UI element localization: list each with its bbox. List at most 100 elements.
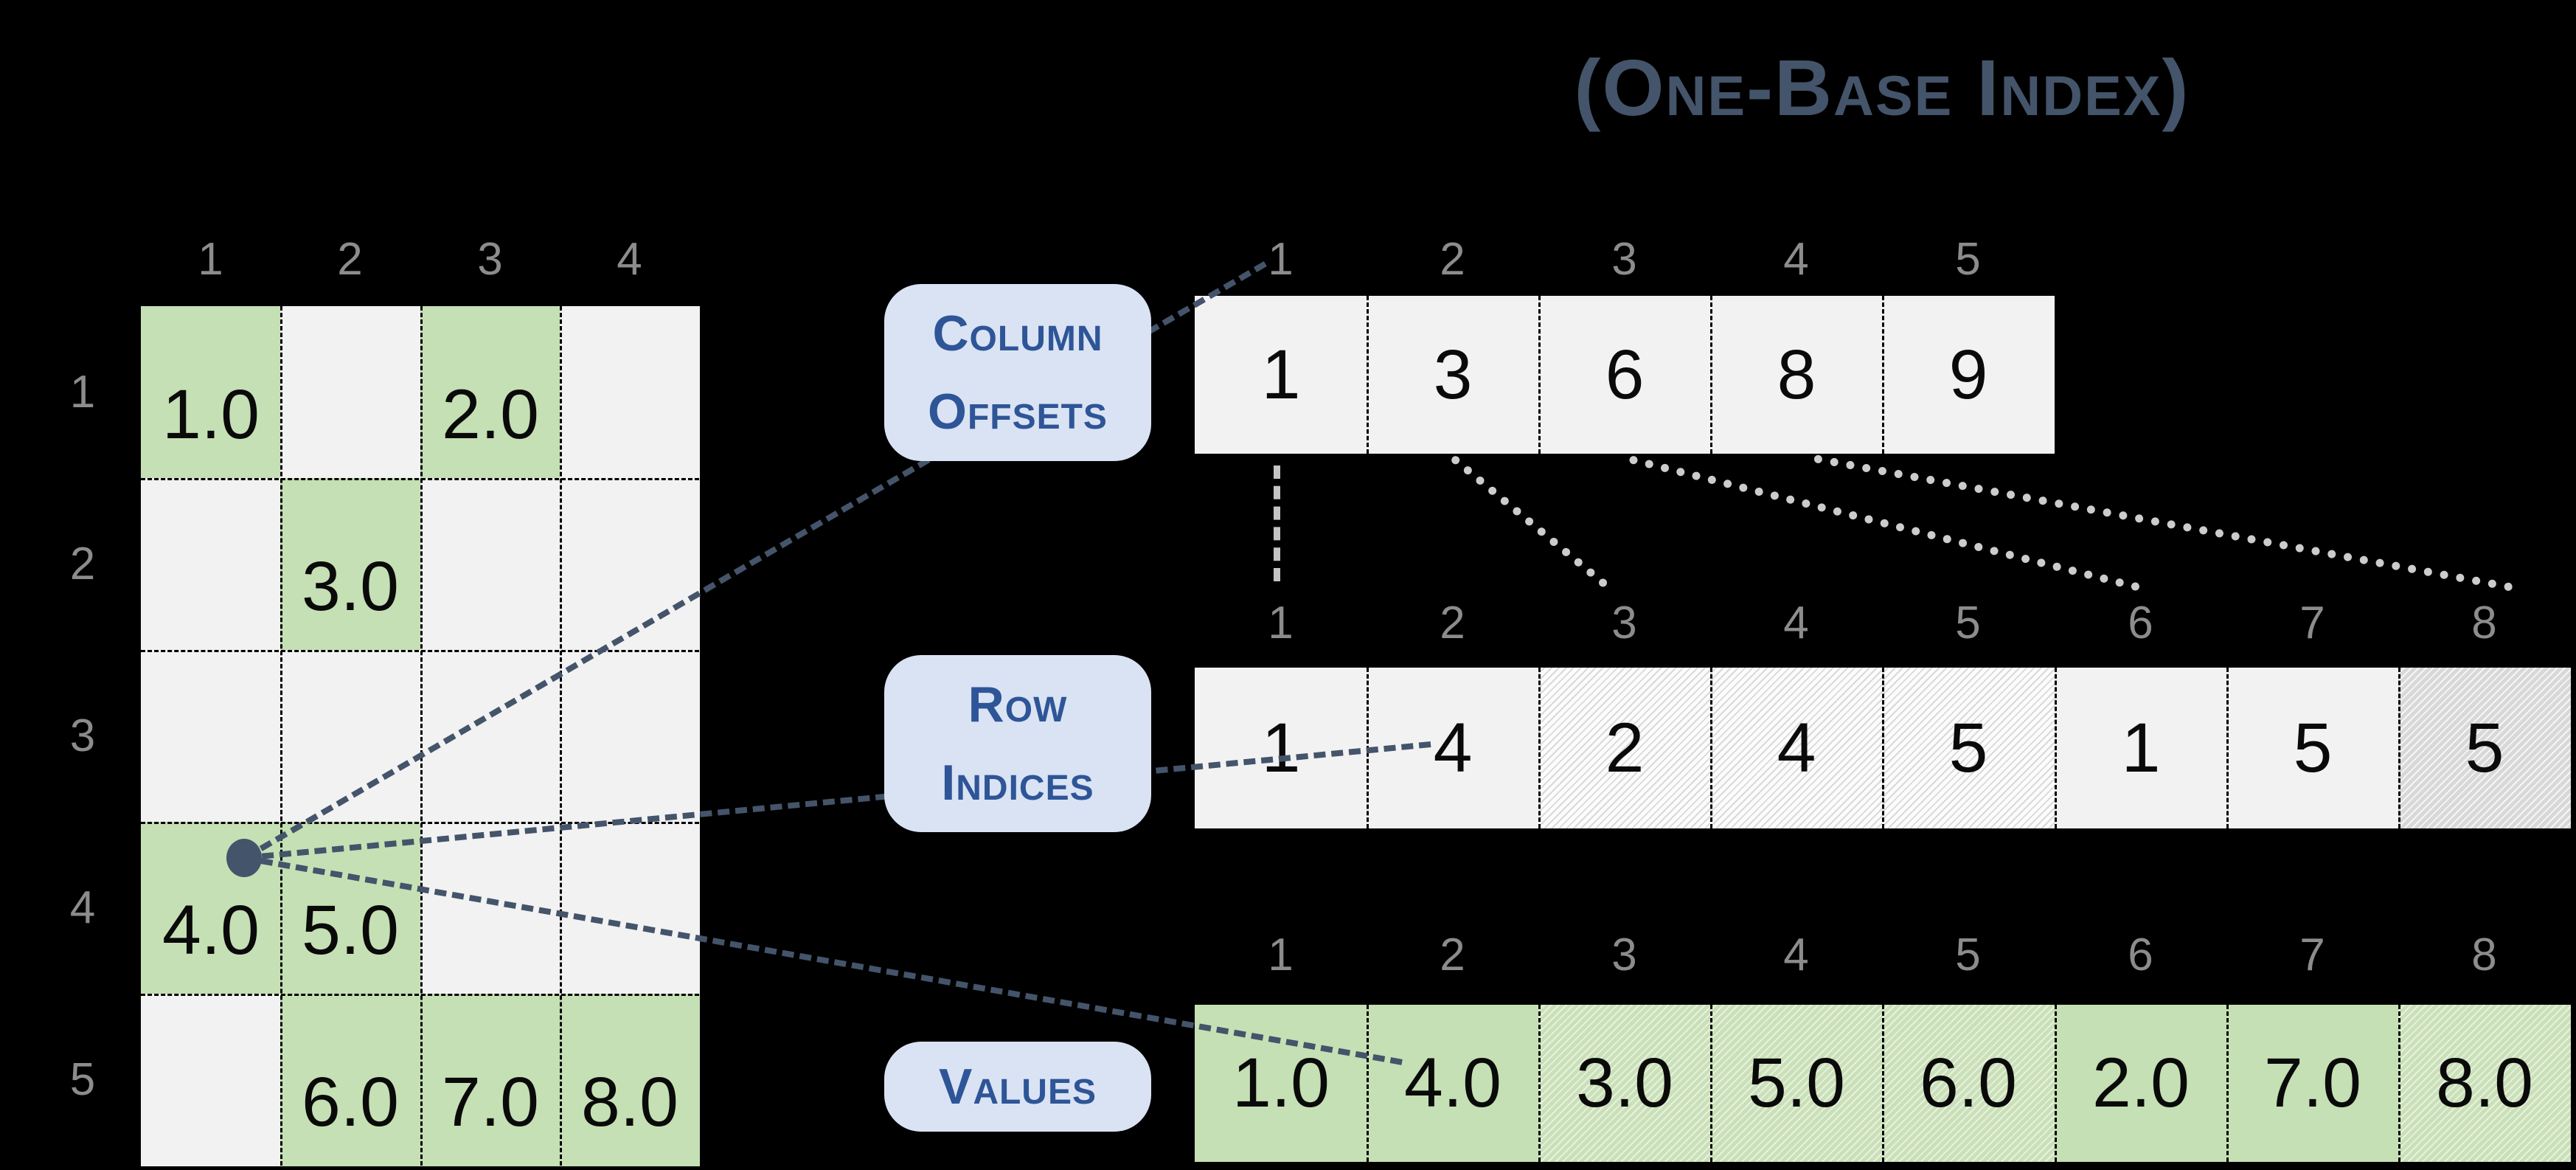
values-label-line1: Values: [938, 1059, 1097, 1115]
array-cell-value: 9: [1948, 335, 1988, 414]
array-cell-value: 2: [1605, 708, 1645, 787]
array-cell-separator: [1367, 1005, 1369, 1162]
matrix-gridline-vertical: [420, 306, 423, 1166]
matrix-gridline-horizontal: [141, 822, 699, 824]
page-title: (One-Base Index): [1574, 42, 2190, 132]
column-offsets-label-box: Column Offsets: [884, 284, 1151, 461]
matrix-cell-value: 7.0: [441, 1062, 540, 1141]
matrix-cell-value: 4.0: [162, 890, 260, 969]
matrix-cell: 2.0: [420, 306, 560, 479]
matrix-cell: [420, 478, 560, 651]
array-index-label: 5: [1955, 234, 1981, 285]
array-cell-separator: [2398, 668, 2400, 828]
array-index-label: 3: [1611, 930, 1637, 980]
array-cell: 6.0: [1882, 1005, 2055, 1162]
matrix-cell-value: 6.0: [301, 1062, 400, 1141]
offset-link-1: [1274, 465, 1280, 581]
array-index-label: 3: [1611, 234, 1637, 285]
matrix-cell-value: 1.0: [162, 375, 260, 454]
array-index-label: 8: [2471, 598, 2497, 648]
matrix-cell: 4.0: [141, 822, 281, 994]
array-cell: 2.0: [2055, 1005, 2227, 1162]
matrix-column-header: 3: [477, 234, 503, 285]
matrix-gridline-horizontal: [141, 478, 699, 480]
matrix-column-header: 1: [198, 234, 223, 285]
array-cell: 5: [2398, 668, 2571, 828]
matrix-cell: 6.0: [280, 994, 420, 1166]
array-cell-separator: [1710, 1005, 1712, 1162]
array-cell: 5.0: [1710, 1005, 1883, 1162]
array-cell-value: 4.0: [1403, 1044, 1502, 1122]
matrix-row-header: 4: [69, 882, 96, 933]
array-index-label: 4: [1783, 234, 1809, 285]
matrix-element-marker-dot: [226, 839, 262, 877]
matrix-row-header: 5: [69, 1054, 96, 1105]
array-cell: 1: [1195, 668, 1367, 828]
array-cell-separator: [2226, 668, 2229, 828]
matrix-row-header: 1: [69, 367, 96, 418]
matrix-cell-value: 8.0: [580, 1062, 679, 1141]
array-index-label: 1: [1268, 930, 1294, 980]
array-index-label: 6: [2128, 598, 2153, 648]
array-cell-separator: [2226, 1005, 2229, 1162]
column-offsets-label-line2: Offsets: [928, 384, 1108, 440]
array-cell-separator: [2398, 1005, 2400, 1162]
matrix-cell: [141, 478, 281, 651]
array-cell-separator: [1538, 1005, 1541, 1162]
array-cell-value: 1: [1261, 708, 1301, 787]
array-cell: 4.0: [1367, 1005, 1539, 1162]
matrix-cell: [420, 650, 560, 823]
offset-link-4: [1813, 454, 2513, 592]
matrix-cell: [141, 650, 281, 823]
array-cell: 1.0: [1195, 1005, 1367, 1162]
matrix-cell-value: 2.0: [441, 375, 540, 454]
matrix-cell: [560, 306, 700, 479]
array-cell-separator: [1367, 668, 1369, 828]
array-cell-separator: [1367, 296, 1369, 454]
array-index-label: 5: [1955, 930, 1981, 980]
array-cell: 4: [1710, 668, 1883, 828]
array-cell: 3.0: [1538, 1005, 1711, 1162]
array-index-label: 4: [1783, 598, 1809, 648]
array-index-label: 5: [1955, 598, 1981, 648]
matrix-cell: 3.0: [280, 478, 420, 651]
array-index-label: 7: [2299, 598, 2325, 648]
array-cell-value: 1.0: [1232, 1044, 1330, 1122]
array-cell: 5: [2226, 668, 2399, 828]
array-cell-separator: [1882, 296, 1884, 454]
matrix-cell-value: 5.0: [301, 890, 400, 969]
array-cell-separator: [2055, 1005, 2057, 1162]
array-cell-value: 6: [1605, 335, 1645, 414]
array-index-label: 6: [2128, 930, 2153, 980]
array-cell-separator: [1882, 668, 1884, 828]
array-cell-separator: [1538, 296, 1541, 454]
array-cell: 6: [1538, 296, 1711, 454]
row-indices-label-box: Row Indices: [884, 655, 1151, 832]
array-index-label: 2: [1440, 234, 1465, 285]
matrix-cell: 8.0: [560, 994, 700, 1166]
array-cell-value: 4: [1777, 708, 1816, 787]
array-cell: 1: [1195, 296, 1367, 454]
array-cell-separator: [2055, 668, 2057, 828]
array-index-label: 8: [2471, 930, 2497, 980]
array-cell-value: 5: [1948, 708, 1988, 787]
array-index-label: 3: [1611, 598, 1637, 648]
array-cell: 8.0: [2398, 1005, 2571, 1162]
array-index-label: 2: [1440, 930, 1465, 980]
matrix-gridline-horizontal: [141, 650, 699, 652]
array-cell-separator: [1538, 668, 1541, 828]
array-cell: 8: [1710, 296, 1883, 454]
matrix-cell-value: 3.0: [301, 547, 400, 626]
matrix-cell: [560, 478, 700, 651]
matrix-row-header: 2: [69, 539, 96, 589]
matrix-cell: 7.0: [420, 994, 560, 1166]
array-cell-value: 8: [1777, 335, 1816, 414]
array-cell-value: 5: [2293, 708, 2333, 787]
array-cell-value: 8.0: [2435, 1044, 2534, 1122]
column-offsets-label-line1: Column: [932, 305, 1103, 361]
array-cell: 3: [1367, 296, 1539, 454]
matrix-cell: 1.0: [141, 306, 281, 479]
array-cell-value: 7.0: [2263, 1044, 2362, 1122]
matrix-gridline-vertical: [560, 306, 562, 1166]
matrix-gridline-horizontal: [141, 994, 699, 996]
